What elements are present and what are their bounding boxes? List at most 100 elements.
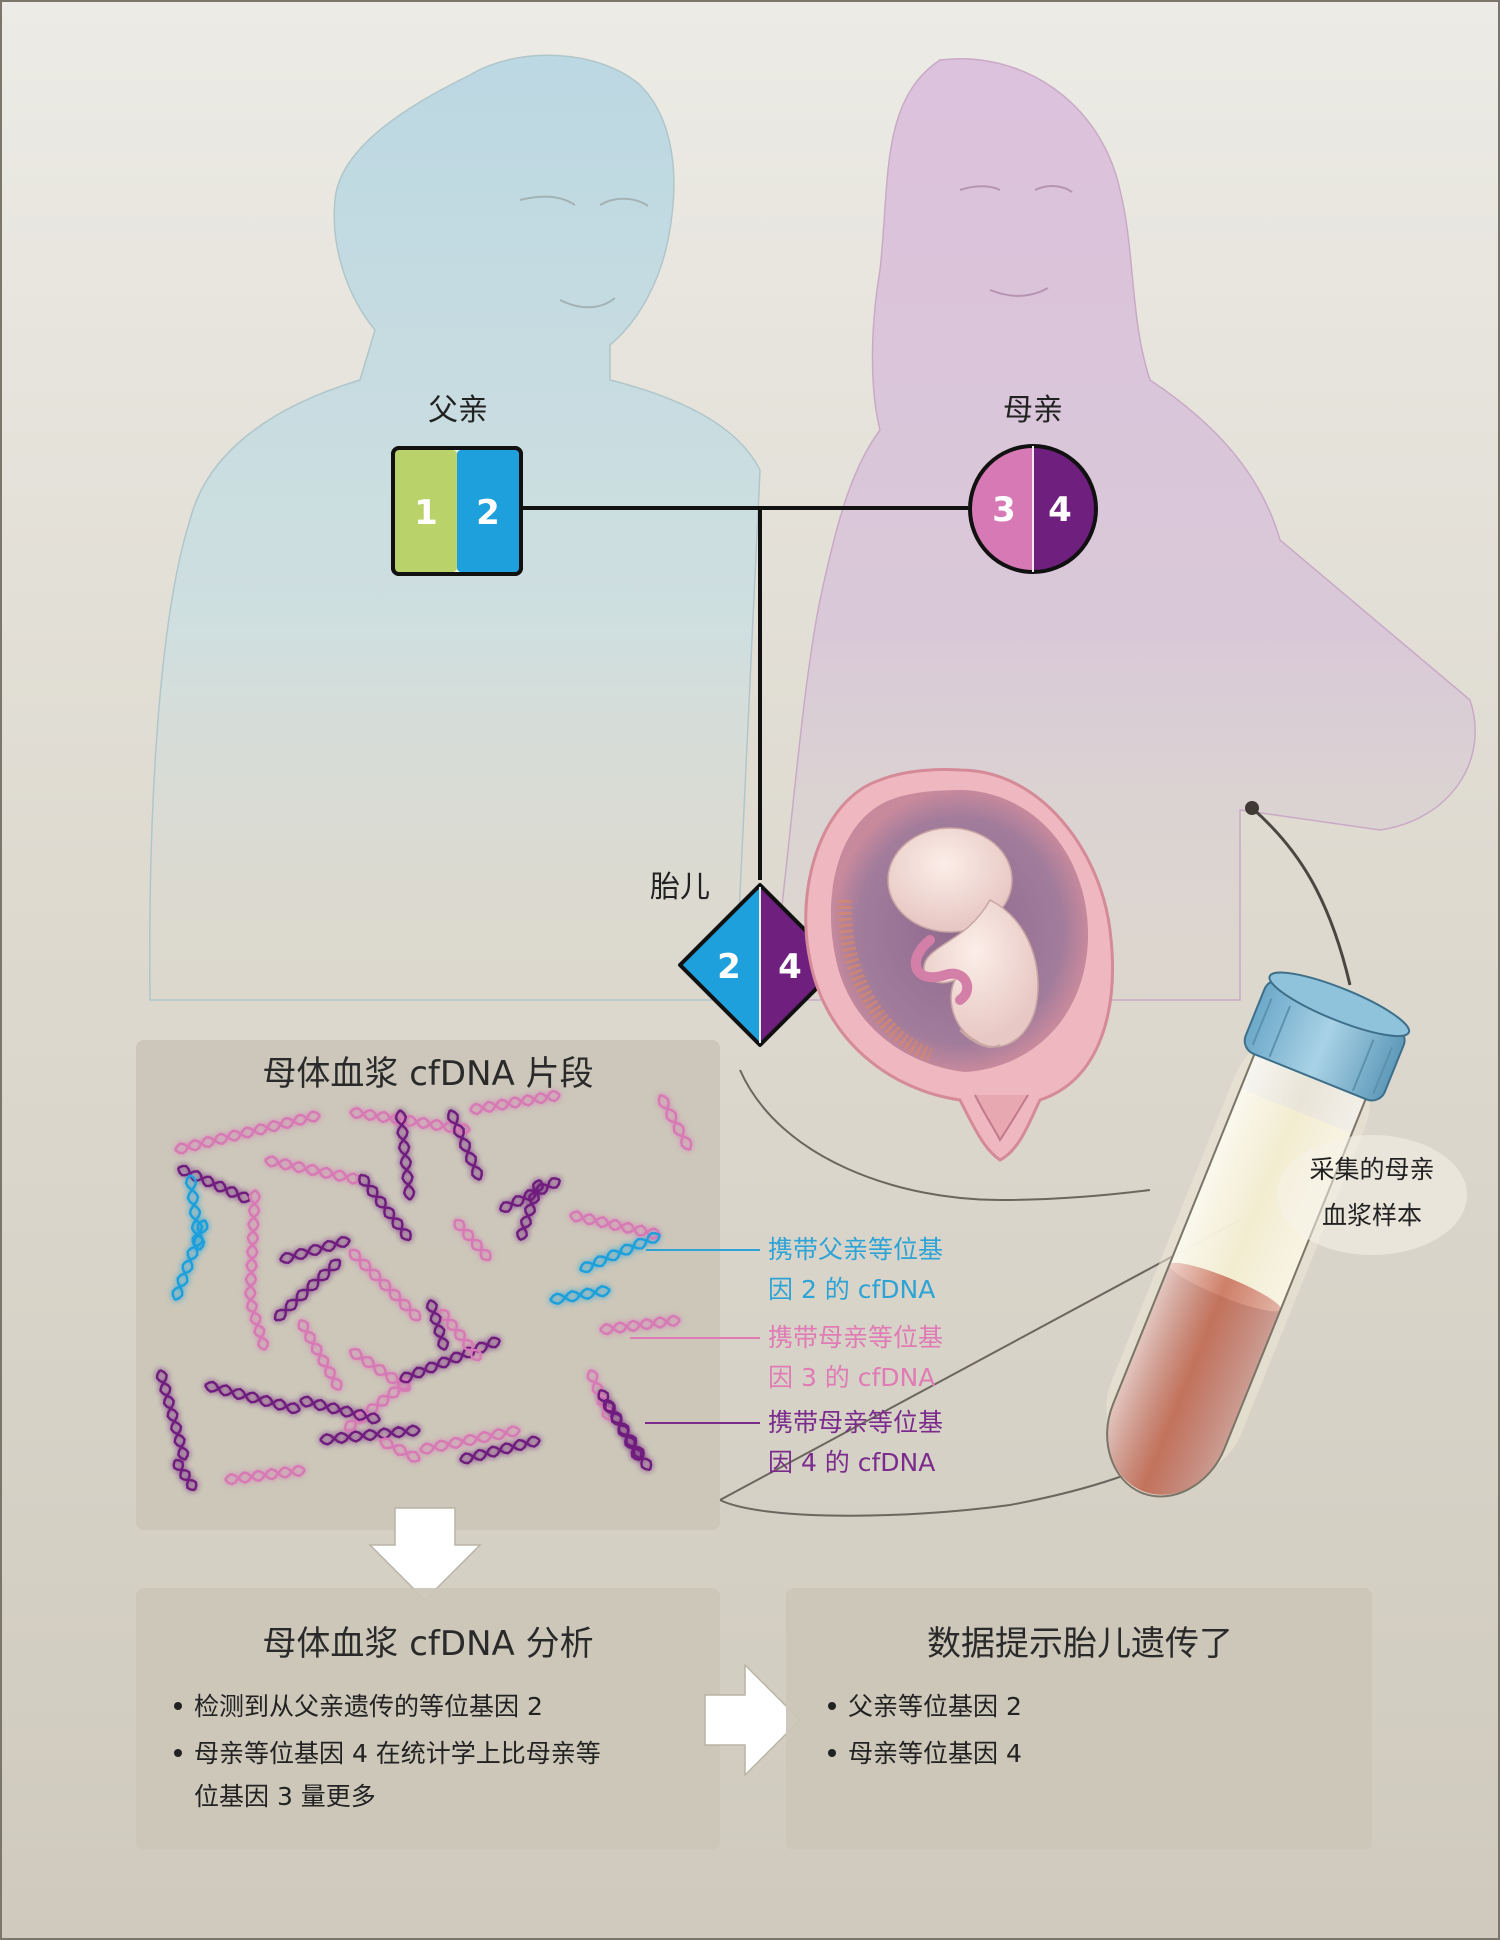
fetus-allele-2: 2 (717, 947, 741, 987)
dna-strand (279, 1239, 352, 1265)
dna-strand (498, 1177, 561, 1211)
blood-tube (1106, 971, 1411, 1498)
analysis-title: 母体血浆 cfDNA 分析 (262, 1624, 593, 1664)
result-bullet-2: 母亲等位基因 4 (848, 1739, 1022, 1768)
mother-symbol: 3 4 (968, 444, 1098, 574)
dna-strand (569, 1210, 662, 1237)
dna-strand (396, 1109, 414, 1201)
analysis-bullet-dot-2 (174, 1749, 182, 1757)
legend-maternal-4-line-2: 因 4 的 cfDNA (768, 1448, 935, 1477)
dna-strand (379, 1437, 422, 1461)
dna-strand (177, 1164, 251, 1204)
cfdna-panel-title: 母体血浆 cfDNA 片段 (262, 1054, 593, 1094)
analysis-box: 母体血浆 cfDNA 分析 检测到从父亲遗传的等位基因 2 母亲等位基因 4 在… (136, 1588, 720, 1850)
dna-strand (499, 1179, 562, 1213)
dna-strand (204, 1380, 302, 1411)
legend-maternal-4-line-1: 携带母亲等位基 (768, 1408, 943, 1437)
dna-strand (604, 1398, 651, 1472)
dna-strand (243, 1189, 262, 1301)
analysis-bullet-dot-1 (174, 1702, 182, 1710)
dna-strand (659, 1093, 691, 1152)
father-allele-1: 1 (414, 493, 438, 533)
dna-strand (519, 1179, 544, 1242)
dna-strand (468, 1089, 561, 1113)
dna-strand (319, 1425, 421, 1446)
connector-curve-top (739, 1069, 1151, 1202)
tube-label-line-1: 采集的母亲 (1309, 1155, 1434, 1184)
result-bullet-1: 父亲等位基因 2 (848, 1692, 1022, 1721)
tube-label-line-2: 血浆样本 (1322, 1201, 1422, 1230)
dna-strand (264, 1155, 362, 1182)
result-title: 数据提示胎儿遗传了 (927, 1624, 1233, 1664)
dna-strand (449, 1108, 483, 1181)
dna-strand (454, 1218, 491, 1262)
dna-strand (174, 1458, 198, 1491)
father-label: 父亲 (428, 393, 488, 428)
dna-strand (437, 1309, 481, 1362)
dna-strand (263, 1158, 361, 1185)
dna-strand (429, 1298, 446, 1352)
dna-strand (398, 1339, 502, 1381)
dna-strand (578, 1234, 662, 1271)
dna-strand (155, 1369, 186, 1462)
draw-line (1251, 806, 1352, 986)
dna-strand (447, 1109, 481, 1182)
dna-strand (599, 1316, 681, 1334)
dna-fragments (155, 1089, 693, 1492)
dna-strand (278, 1235, 351, 1261)
dna-strand (299, 1395, 381, 1425)
analysis-bullet-2-line-1: 母亲等位基因 4 在统计学上比母亲等 (194, 1739, 601, 1768)
fetus-drawing (887, 827, 1039, 1048)
dna-strand (319, 1424, 421, 1445)
result-bullet-dot-2 (828, 1749, 836, 1757)
dna-strand (469, 1092, 562, 1116)
fetus-allele-4: 4 (778, 947, 802, 987)
dna-strand (419, 1428, 521, 1455)
dna-strand (171, 1219, 209, 1301)
dna-strand (184, 1174, 204, 1251)
dna-strand (249, 1298, 266, 1352)
mother-allele-3: 3 (992, 490, 1016, 530)
legend-maternal-3-line-2: 因 3 的 cfDNA (768, 1363, 935, 1392)
dna-strand (299, 1318, 341, 1392)
legend-paternal-2-line-2: 因 2 的 cfDNA (768, 1275, 935, 1304)
mother-allele-4: 4 (1048, 490, 1072, 530)
fetus-symbol: 2 4 (678, 883, 842, 1047)
dna-strand (568, 1213, 661, 1240)
dna-strand (172, 1459, 196, 1492)
dna-strand (159, 1368, 190, 1461)
father-symbol: 1 2 (391, 446, 523, 576)
dna-strand (343, 1379, 412, 1431)
dna-strand (173, 1110, 321, 1152)
dna-strand (350, 1248, 422, 1320)
result-bullet-dot-1 (828, 1702, 836, 1710)
mother-silhouette (769, 58, 1476, 1001)
cfdna-panel: 母体血浆 cfDNA 片段 (136, 1040, 720, 1530)
draw-point (1245, 801, 1259, 815)
dna-strand (378, 1439, 421, 1463)
dna-strand (174, 1113, 322, 1155)
dna-strand (419, 1425, 521, 1452)
dna-strand (203, 1384, 301, 1415)
dna-strand (458, 1438, 542, 1462)
dna-strand (516, 1178, 541, 1241)
tube-label: 采集的母亲 血浆样本 (1277, 1135, 1467, 1255)
right-arrow (704, 1663, 802, 1777)
analysis-bullet-1: 检测到从父亲遗传的等位基因 2 (194, 1692, 543, 1721)
dna-strand (359, 1173, 411, 1242)
fetus-label: 胎儿 (650, 870, 710, 905)
analysis-bullet-2-line-2: 位基因 3 量更多 (194, 1782, 376, 1811)
result-box: 数据提示胎儿遗传了 父亲等位基因 2 母亲等位基因 4 (786, 1588, 1372, 1850)
legend-maternal-3-line-1: 携带母亲等位基 (768, 1323, 943, 1352)
dna-strand (349, 1106, 471, 1134)
down-arrow (368, 1507, 482, 1602)
dna-strand (224, 1466, 306, 1484)
pedigree-lines (520, 506, 968, 880)
legend-paternal-2-line-1: 携带父亲等位基 (768, 1235, 943, 1264)
dna-strand (549, 1287, 611, 1303)
father-allele-2: 2 (476, 493, 500, 533)
womb-illustration (804, 768, 1114, 1162)
dna-strand (589, 1368, 611, 1422)
